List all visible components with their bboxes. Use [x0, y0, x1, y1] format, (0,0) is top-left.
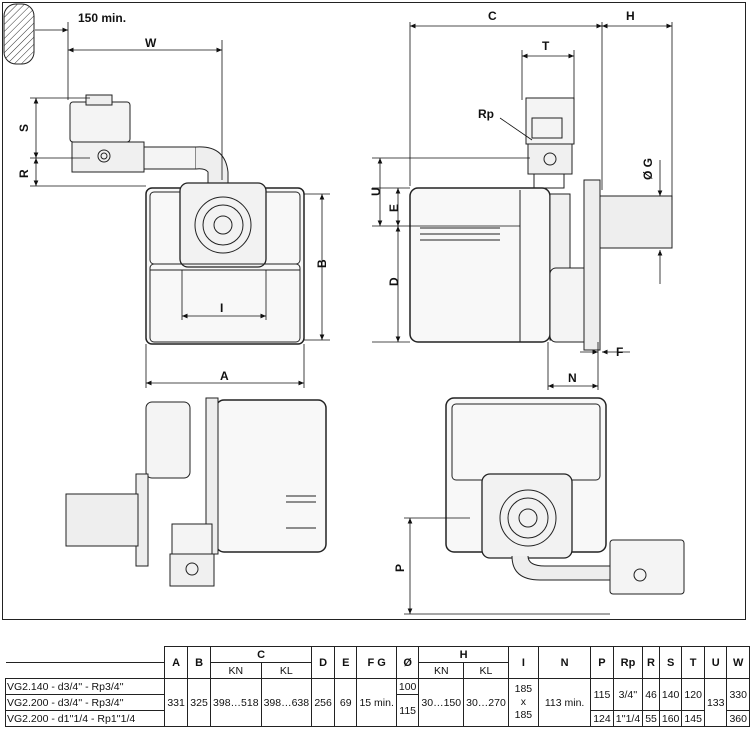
col-header-g: G [377, 656, 386, 669]
col-header-t: T [681, 646, 705, 679]
dim-label-rp: Rp [478, 107, 494, 121]
front-view [69, 94, 305, 345]
col-header-fg: F G [356, 646, 397, 679]
dim-label-g: Ø G [641, 158, 655, 180]
value-d: 256 [311, 678, 336, 727]
value-c-kn: 398…518 [210, 678, 262, 727]
value-a: 331 [164, 678, 189, 727]
col-header-n: N [537, 646, 592, 679]
dim-label-t: T [542, 39, 550, 53]
col-header-h-kl: KL [463, 662, 509, 679]
side-view [409, 97, 673, 351]
value-c-kl: 398…638 [260, 678, 313, 727]
model-name: VG2.140 - d3/4'' - Rp3/4'' [4, 678, 166, 695]
dim-label-r: R [17, 169, 31, 178]
value-t-1: 120 [681, 678, 705, 711]
col-header-r: R [642, 646, 660, 679]
value-o-2: 115 [395, 694, 420, 727]
value-e: 69 [334, 678, 358, 727]
dim-label-a: A [220, 369, 229, 383]
col-header-i: I [507, 646, 539, 679]
value-t-2: 145 [681, 710, 705, 727]
value-n: 113 min. [537, 678, 592, 727]
dimension-table: A B C D E F G Ø H I N P Rp R S T U W KN … [4, 646, 750, 727]
col-header-o: Ø [395, 646, 420, 679]
model-name: VG2.200 - d1''1/4 - Rp1''1/4 [4, 710, 166, 727]
bottom-right-view [445, 397, 685, 595]
col-header-p: P [590, 646, 614, 679]
value-h-kl: 30…270 [463, 678, 509, 727]
dim-label-w: W [145, 36, 157, 50]
dim-label-h: H [626, 9, 635, 23]
table-row: VG2.140 - d3/4'' - Rp3/4'' 331 325 398…5… [4, 678, 750, 727]
wall-hatch [3, 3, 35, 65]
col-header-rp: Rp [612, 646, 644, 679]
col-header-h: H [418, 646, 509, 663]
model-name: VG2.200 - d3/4'' - Rp3/4'' [4, 694, 166, 711]
front-view-dimensions [30, 22, 330, 388]
col-header-w: W [726, 646, 750, 679]
drawing-frame [2, 2, 746, 620]
col-header-c: C [210, 646, 313, 663]
value-w-2: 360 [726, 710, 750, 727]
col-header-a: A [164, 646, 189, 679]
col-header-c-kl: KL [260, 662, 313, 679]
table-row: VG2.200 - d3/4'' - Rp3/4'' 115 [4, 694, 750, 727]
value-fg: 15 min. [356, 678, 397, 727]
value-r-1: 46 [642, 678, 660, 711]
value-h-kn: 30…150 [418, 678, 465, 727]
dim-label-s: S [17, 124, 31, 132]
dim-label-n: N [568, 371, 577, 385]
value-s-1: 140 [658, 678, 683, 711]
clearance-label: 150 min. [78, 11, 126, 25]
col-header-e: E [334, 646, 358, 679]
dim-label-c: C [488, 9, 497, 23]
value-s-2: 160 [658, 710, 683, 727]
col-header-s: S [658, 646, 683, 679]
dim-label-u: U [369, 187, 383, 196]
dim-label-f: F [616, 345, 623, 359]
col-header-b: B [187, 646, 212, 679]
value-b: 325 [187, 678, 212, 727]
col-header-u: U [703, 646, 728, 679]
col-header-f: F [367, 656, 375, 669]
col-header-d: D [311, 646, 336, 679]
table-row: VG2.200 - d1''1/4 - Rp1''1/4 124 1''1/4 … [4, 710, 750, 727]
bottom-left-view [65, 397, 327, 587]
blank-header-cell-2 [5, 662, 166, 679]
table-header-row-1: A B C D E F G Ø H I N P Rp R S T U W [5, 646, 750, 679]
value-r-2: 55 [642, 710, 660, 727]
dim-label-b: B [315, 259, 329, 268]
col-header-h-kn: KN [418, 662, 465, 679]
value-p-2: 124 [590, 710, 614, 727]
side-view-dimensions [372, 22, 673, 390]
col-header-c-kn: KN [210, 662, 262, 679]
technical-drawing: 150 min. W S R I B A [3, 3, 685, 615]
value-o-1: 100 [395, 678, 420, 695]
dim-label-i: I [220, 301, 223, 315]
value-i: 185 x 185 [507, 678, 539, 727]
value-u: 133 [703, 678, 728, 727]
value-w-1: 330 [726, 678, 750, 711]
dim-label-e: E [387, 204, 401, 212]
dim-label-p: P [393, 564, 407, 572]
value-rp-1: 3/4'' [612, 678, 644, 711]
dim-label-d: D [387, 277, 401, 286]
bottom-right-dimensions [404, 517, 610, 615]
value-p-1: 115 [590, 678, 614, 711]
value-rp-2: 1''1/4 [612, 710, 644, 727]
blank-header-cell [5, 646, 166, 663]
